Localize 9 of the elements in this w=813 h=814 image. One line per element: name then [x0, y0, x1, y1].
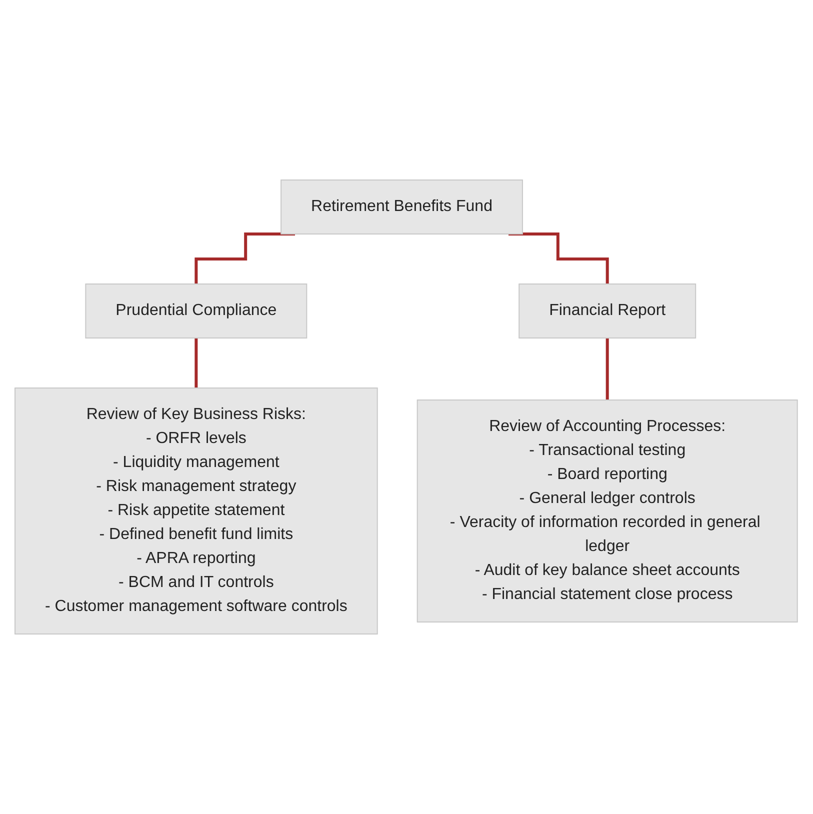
node-box: Prudential Compliance	[86, 284, 308, 338]
connector	[508, 232, 610, 286]
node-box: Retirement Benefits Fund	[280, 180, 524, 234]
connector	[606, 336, 610, 402]
connector	[195, 336, 198, 390]
node-box: Review of Key Business Risks: - ORFR levels - Liquidity management - Risk management strategy - Risk appetite statement - Defined benefit fund limits - APRA reporting - BCM and IT controls - Customer management software controls	[14, 388, 378, 634]
node-box: Financial Report	[518, 284, 696, 338]
connector	[195, 232, 296, 286]
node-box: Review of Accounting Processes: - Transactional testing - Board reporting - General ledger controls - Veracity of information recorded in general ledger - Audit of key balance sheet accounts - Financial statement close process	[417, 400, 798, 622]
